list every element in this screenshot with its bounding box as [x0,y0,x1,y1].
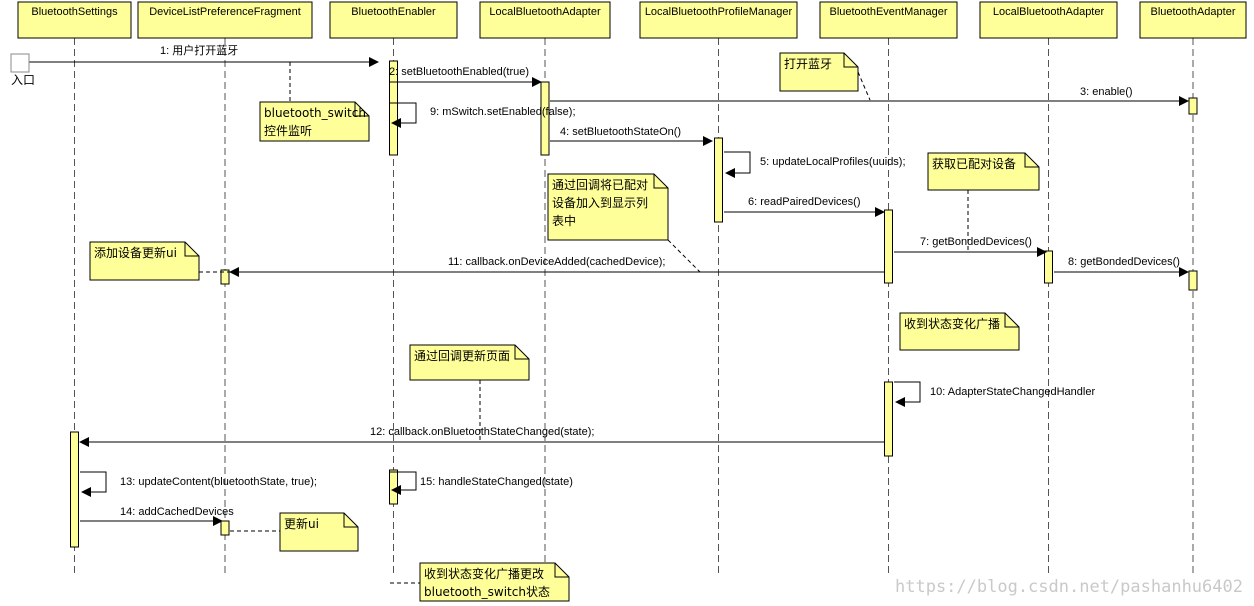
participant-local-bluetooth-adapter [479,1,611,39]
activation-bar [1188,97,1198,115]
note-fold [514,345,529,360]
message-arrow [390,102,417,128]
participant-label: LocalBluetoothProfileManager [645,6,793,18]
participant-label: LocalBluetoothAdapter [489,6,601,18]
message-label: 13: updateContent(bluetoothState, true); [120,476,317,488]
participant-label: BluetoothEnabler [351,6,436,18]
message-label: 12: callback.onBluetoothStateChanged(sta… [370,426,594,438]
note [279,512,359,552]
activation-bar [220,269,230,285]
note [89,241,200,281]
activation-bar [1044,250,1053,284]
activation-bar [540,81,550,156]
note-text: 获取已配对设备 [932,157,1016,171]
note-fold [554,563,569,578]
note-text: 收到状态变化广播更改 [424,566,544,581]
message-arrow [390,471,417,495]
activation-bar [884,209,893,284]
message-arrow [894,381,921,407]
message-label: 9: mSwitch.setEnabled(false); [430,106,576,118]
activation-bar [389,469,398,505]
note-text: 设备加入到显示列 [552,196,648,210]
activation-bar [220,520,230,536]
message-arrow [80,471,107,497]
participant-bluetooth-settings [17,1,132,39]
note [779,52,859,92]
note-text: 控件监听 [264,124,312,138]
note-fold [843,53,858,68]
participant-label: BluetoothEventManager [829,6,947,18]
note-text: 通过回调更新页面 [414,348,510,363]
message-label: 11: callback.onDeviceAdded(cachedDevice)… [448,256,665,268]
note-text: 通过回调将已配对 [552,178,648,192]
message-label: 5: updateLocalProfiles(uuids); [760,156,906,168]
activation-bar [1188,270,1198,291]
message-label: 10: AdapterStateChangedHandler [930,386,1095,398]
participant-label: DeviceListPreferenceFragment [149,6,301,18]
note-text: bluetooth_switch [264,106,366,120]
participant-bluetooth-adapter [1139,1,1247,39]
participant-bluetooth-enabler [329,1,458,39]
activation-bar [884,381,893,457]
note-fold [653,174,668,189]
message-label: 8: getBondedDevices() [1068,256,1180,268]
note [419,562,570,602]
message-label: 4: setBluetoothStateOn() [560,126,681,138]
participant-label: BluetoothSettings [31,6,118,18]
note [899,312,1020,351]
note-connector [667,239,701,273]
participant-device-list-preference-fragment [137,1,313,39]
message-label: 3: enable() [1080,86,1133,98]
note-text: 表中 [552,213,576,228]
note-fold [1024,153,1039,168]
entry-point-label: 入口 [11,73,35,87]
note-text: 添加设备更新ui [94,245,177,260]
participant-local-bluetooth-profile-manager [639,1,798,39]
note-text: 收到状态变化广播 [904,316,1000,331]
participant-bluetooth-event-manager [819,1,958,39]
message-label: 14: addCachedDevices [120,506,234,518]
participant-label: LocalBluetoothAdapter [993,6,1105,18]
activation-bar [389,60,398,156]
watermark: https://blog.csdn.net/pashanhu6402 [895,577,1243,597]
message-label: 15: handleStateChanged(state) [420,476,573,488]
participant-label: BluetoothAdapter [1150,6,1235,18]
message-label: 2: setBluetoothEnabled(true) [389,66,529,78]
activation-bar [70,431,79,548]
note-fold [184,242,199,257]
message-arrow [724,151,751,178]
note-fold [354,102,369,117]
participant-local-bluetooth-adapter-2 [979,1,1118,39]
note [927,152,1040,191]
note-text: 更新ui [284,516,319,531]
entry-point-box [10,53,30,73]
activation-bar [714,137,723,223]
note [259,101,370,142]
note-text: bluetooth_switch状态 [424,585,550,599]
message-label: 1: 用户打开蓝牙 [160,43,238,57]
note-fold [1004,313,1019,328]
note-text: 打开蓝牙 [784,57,832,71]
note [409,344,530,381]
note-connector [857,71,871,101]
note [547,173,669,241]
note-fold [343,513,358,528]
message-label: 7: getBondedDevices() [920,236,1032,248]
message-label: 6: readPairedDevices() [748,196,861,208]
